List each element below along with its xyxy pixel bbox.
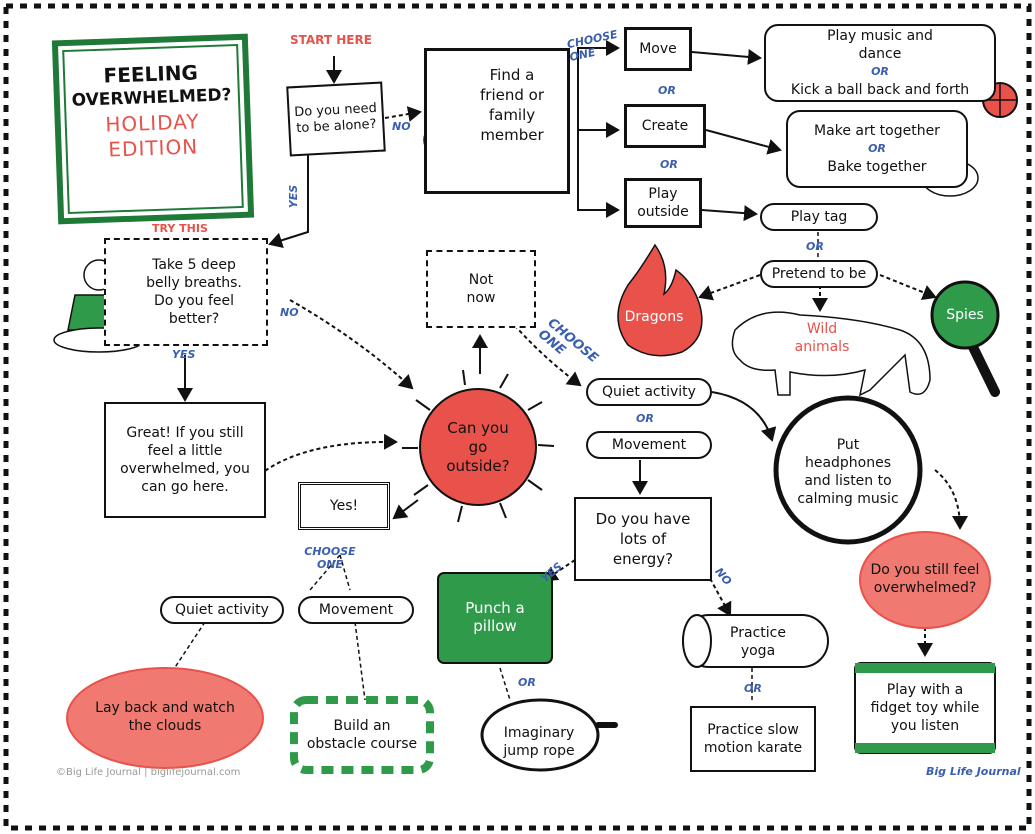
or-label-5: OR: [744, 682, 762, 695]
no-label-2: NO: [280, 306, 299, 319]
find-friend-text: Find a friend or family member: [480, 66, 544, 144]
yoga-label: Practice yoga: [710, 622, 806, 662]
obstacle-border: [290, 696, 434, 774]
headphones-label: Put headphones and listen to calming mus…: [780, 426, 916, 518]
go-outside-circle: [419, 388, 537, 506]
play-tag-box: Play tag: [760, 203, 878, 231]
spies-label: Spies: [938, 303, 992, 327]
try-this-label: TRY THIS: [152, 222, 208, 235]
or-label-4: OR: [518, 676, 536, 689]
pillow-shape: [437, 572, 553, 664]
karate-box: Practice slow motion karate: [690, 706, 816, 772]
make-art-text: Make art together: [814, 123, 940, 139]
go-outside-label: Can you go outside?: [428, 412, 528, 482]
yoga-text: Practice yoga: [730, 625, 786, 659]
headphones-circle: [773, 395, 923, 545]
not-now-text: Not now: [466, 272, 496, 306]
obstacle-label: Build an obstacle course: [302, 708, 422, 762]
clouds-label: Lay back and watch the clouds: [90, 692, 240, 742]
quiet-activity-left-text: Quiet activity: [175, 602, 269, 618]
create-box: Create: [624, 104, 706, 148]
lots-energy-text: Do you have lots of energy?: [595, 510, 691, 568]
or-label-tag: OR: [806, 240, 824, 253]
movement-left-box: Movement: [298, 596, 414, 624]
start-here-label: START HERE: [290, 33, 372, 47]
yes-label-1: YES: [287, 184, 301, 209]
need-alone-box: Do you need to be alone?: [286, 81, 386, 157]
yes-text: Yes!: [329, 498, 359, 514]
karate-text: Practice slow motion karate: [703, 722, 803, 756]
need-alone-text: Do you need to be alone?: [293, 100, 378, 137]
or-label-3: OR: [636, 412, 654, 425]
great-box: Great! If you still feel a little overwh…: [104, 402, 266, 518]
play-tag-text: Play tag: [790, 209, 848, 225]
go-outside-text: Can you go outside?: [446, 418, 510, 475]
music-box: Play music and dance OR Kick a ball back…: [764, 24, 996, 102]
spies-text: Spies: [946, 307, 984, 323]
jump-rope-label: Imaginary jump rope: [496, 712, 582, 772]
kick-ball-text: Kick a ball back and forth: [790, 82, 970, 98]
overwhelmed-scribble: [859, 531, 991, 629]
wild-animals-text: Wild animals: [794, 321, 850, 355]
find-friend-box: Find a friend or family member: [424, 48, 570, 194]
breaths-text: Take 5 deep belly breaths. Do you feel b…: [146, 257, 242, 327]
dragons-text: Dragons: [624, 309, 684, 325]
still-overwhelmed-text: Do you still feel overwhelmed?: [870, 562, 980, 596]
obstacle-text: Build an obstacle course: [306, 718, 418, 752]
lots-energy-box: Do you have lots of energy?: [574, 497, 712, 581]
or-label-art: OR: [868, 142, 886, 155]
yes-box: Yes!: [298, 482, 390, 530]
movement-left-text: Movement: [318, 602, 394, 618]
play-outside-text: Play outside: [637, 186, 689, 220]
movement-right-text: Movement: [611, 437, 687, 453]
magnifier-circle: [930, 280, 1000, 350]
play-outside-box: Play outside: [624, 178, 702, 228]
punch-pillow-label: Punch a pillow: [442, 590, 548, 644]
fidget-text: Play with a fidget toy while you listen: [870, 682, 980, 734]
or-label-2: OR: [660, 158, 678, 171]
clouds-text: Lay back and watch the clouds: [95, 700, 235, 734]
great-text: Great! If you still feel a little overwh…: [120, 425, 250, 495]
tiger-outline: [731, 311, 931, 397]
cloud-shape: [66, 667, 264, 769]
movement-right-box: Movement: [586, 431, 712, 459]
quiet-activity-left-box: Quiet activity: [160, 596, 284, 624]
choose-one-label-3: CHOOSE ONE: [304, 545, 356, 571]
flame-shape: [617, 243, 703, 357]
headphones-text: Put headphones and listen to calming mus…: [797, 437, 899, 507]
not-now-box: Not now: [426, 250, 536, 328]
rope-loop: [480, 698, 600, 772]
wild-animals-label: Wild animals: [780, 318, 864, 358]
bake-text: Bake together: [827, 159, 927, 175]
quiet-activity-right-text: Quiet activity: [602, 384, 696, 400]
create-text: Create: [641, 118, 689, 134]
brand-logo: Big Life Journal: [926, 765, 1021, 778]
punch-pillow-text: Punch a pillow: [465, 599, 525, 635]
copyright: ©Big Life Journal | biglifejournal.com: [56, 767, 241, 778]
pretend-box: Pretend to be: [760, 260, 878, 288]
yes-label-2: YES: [172, 348, 196, 361]
still-overwhelmed-label: Do you still feel overwhelmed?: [866, 548, 984, 610]
jump-rope-text: Imaginary jump rope: [503, 725, 575, 759]
play-music-text: Play music and dance: [827, 28, 933, 62]
move-box: Move: [624, 27, 692, 71]
move-text: Move: [639, 41, 677, 57]
quiet-activity-right-box: Quiet activity: [586, 378, 712, 406]
title: FEELING OVERWHELMED? HOLIDAY EDITION: [60, 59, 243, 163]
art-box: Make art together OR Bake together: [786, 110, 968, 188]
breaths-box: Take 5 deep belly breaths. Do you feel b…: [104, 238, 268, 346]
or-label-1: OR: [658, 84, 676, 97]
dragons-label: Dragons: [612, 305, 696, 329]
fidget-label: Play with a fidget toy while you listen: [860, 676, 990, 740]
pretend-text: Pretend to be: [771, 266, 867, 282]
no-label-1: NO: [392, 120, 411, 133]
sun-rays: [402, 369, 555, 523]
or-label-music: OR: [871, 65, 889, 78]
